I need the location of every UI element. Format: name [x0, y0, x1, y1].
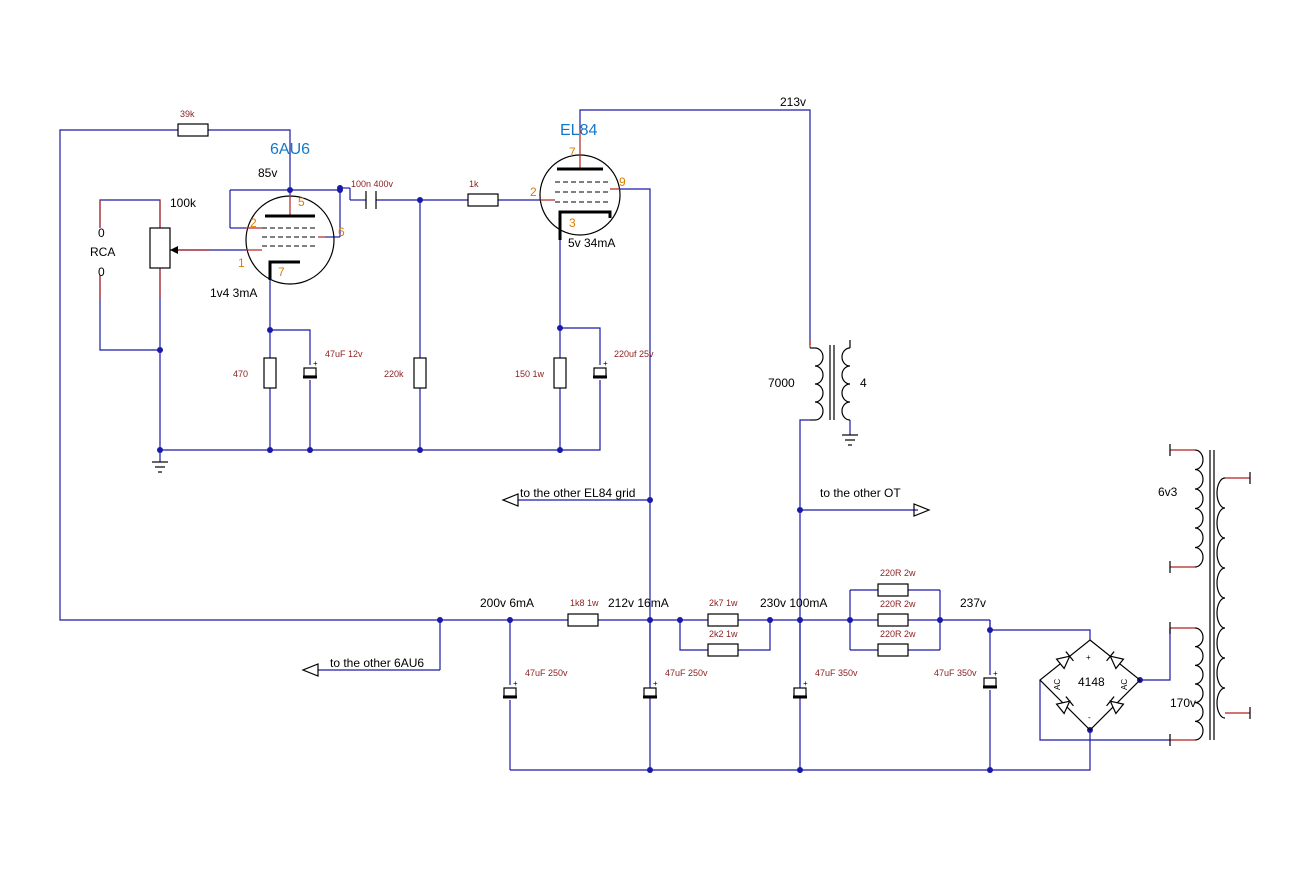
svg-text:+: +	[513, 679, 518, 688]
labels: 6AU6 EL84 5 2 6 1 7 7 2 9 3 85v 1v4 3mA …	[90, 95, 1196, 722]
pin-label: 7	[278, 265, 285, 279]
value-label: 220uf 25v	[614, 349, 654, 359]
electrolytic-caps: + + + + + +	[303, 359, 998, 699]
value-label: 39k	[180, 109, 195, 119]
value-label: 47uF 250v	[525, 668, 568, 678]
note-label: to the other 6AU6	[330, 656, 424, 670]
pin-label: 5	[298, 195, 305, 209]
r-el84-grid	[413, 357, 427, 389]
value-label: 150 1w	[515, 369, 545, 379]
svg-text:+: +	[993, 669, 998, 678]
volume-pot	[149, 200, 210, 298]
bridge-plus: +	[1086, 653, 1091, 662]
r-grid-stop	[467, 193, 499, 207]
r-6au6-cathode	[263, 357, 277, 389]
ground-symbol	[152, 461, 168, 473]
value-label: 220R 2w	[880, 568, 916, 578]
pin-label: 3	[569, 216, 576, 230]
output-transformer	[809, 340, 858, 446]
svg-text:+: +	[803, 679, 808, 688]
bridge-ac: AC	[1053, 679, 1062, 690]
r-b1	[567, 613, 599, 627]
value-label: 7000	[768, 376, 795, 390]
svg-text:+: +	[603, 359, 608, 368]
tube-el84	[539, 130, 621, 240]
wires	[59, 109, 1171, 771]
svg-text:+: +	[653, 679, 658, 688]
value-label: 470	[233, 369, 248, 379]
value-label: 220k	[384, 369, 404, 379]
value-label: 2k7 1w	[709, 598, 738, 608]
voltage-label: 237v	[960, 596, 986, 610]
bridge-ac: AC	[1120, 679, 1129, 690]
value-label: 100k	[170, 196, 197, 210]
tube-6au6	[245, 195, 335, 285]
value-label: 4	[860, 376, 867, 390]
value-label: 220R 2w	[880, 599, 916, 609]
value-label: 2k2 1w	[709, 629, 738, 639]
value-label: 1k8 1w	[570, 598, 599, 608]
pin-label: 7	[569, 145, 576, 159]
value-label: 47uF 250v	[665, 668, 708, 678]
voltage-label: 170v	[1170, 696, 1196, 710]
value-label: 100n 400v	[351, 179, 394, 189]
value-label: 1k	[469, 179, 479, 189]
pin-label: 9	[619, 175, 626, 189]
value-label: RCA	[90, 245, 115, 259]
coupling-capacitor	[365, 191, 377, 209]
voltage-label: 212v 16mA	[608, 596, 669, 610]
r-b2b	[707, 643, 739, 657]
value-label: 0	[98, 226, 105, 240]
value-label: 0	[98, 265, 105, 279]
pin-label: 2	[530, 185, 537, 199]
resistors	[177, 123, 909, 657]
r-b3a	[877, 583, 909, 597]
voltage-label: 1v4 3mA	[210, 286, 257, 300]
note-label: to the other OT	[820, 486, 901, 500]
bridge-rectifier	[1039, 639, 1141, 731]
voltage-label: 85v	[258, 166, 277, 180]
pin-label: 6	[338, 225, 345, 239]
voltage-label: 6v3	[1158, 485, 1178, 499]
voltage-label: 230v 100mA	[760, 596, 827, 610]
value-label: 47uF 350v	[815, 668, 858, 678]
value-label: 4148	[1078, 675, 1105, 689]
r-el84-cathode	[553, 357, 567, 389]
voltage-label: 213v	[780, 95, 806, 109]
voltage-label: 5v 34mA	[568, 236, 615, 250]
power-transformer	[1169, 444, 1251, 746]
note-label: to the other EL84 grid	[520, 486, 635, 500]
r-b2a	[707, 613, 739, 627]
value-label: 47uF 12v	[325, 349, 363, 359]
arrows	[301, 493, 931, 677]
value-label: 220R 2w	[880, 629, 916, 639]
r-b3c	[877, 643, 909, 657]
value-label: 47uF 350v	[934, 668, 977, 678]
bridge-minus: -	[1088, 713, 1091, 722]
r-feedback	[177, 123, 209, 137]
tube-label-6au6: 6AU6	[270, 141, 310, 158]
voltage-label: 200v 6mA	[480, 596, 534, 610]
pin-label: 2	[250, 216, 257, 230]
r-b3b	[877, 613, 909, 627]
pin-label: 1	[238, 256, 245, 270]
tube-label-el84: EL84	[560, 122, 597, 139]
svg-text:+: +	[313, 359, 318, 368]
